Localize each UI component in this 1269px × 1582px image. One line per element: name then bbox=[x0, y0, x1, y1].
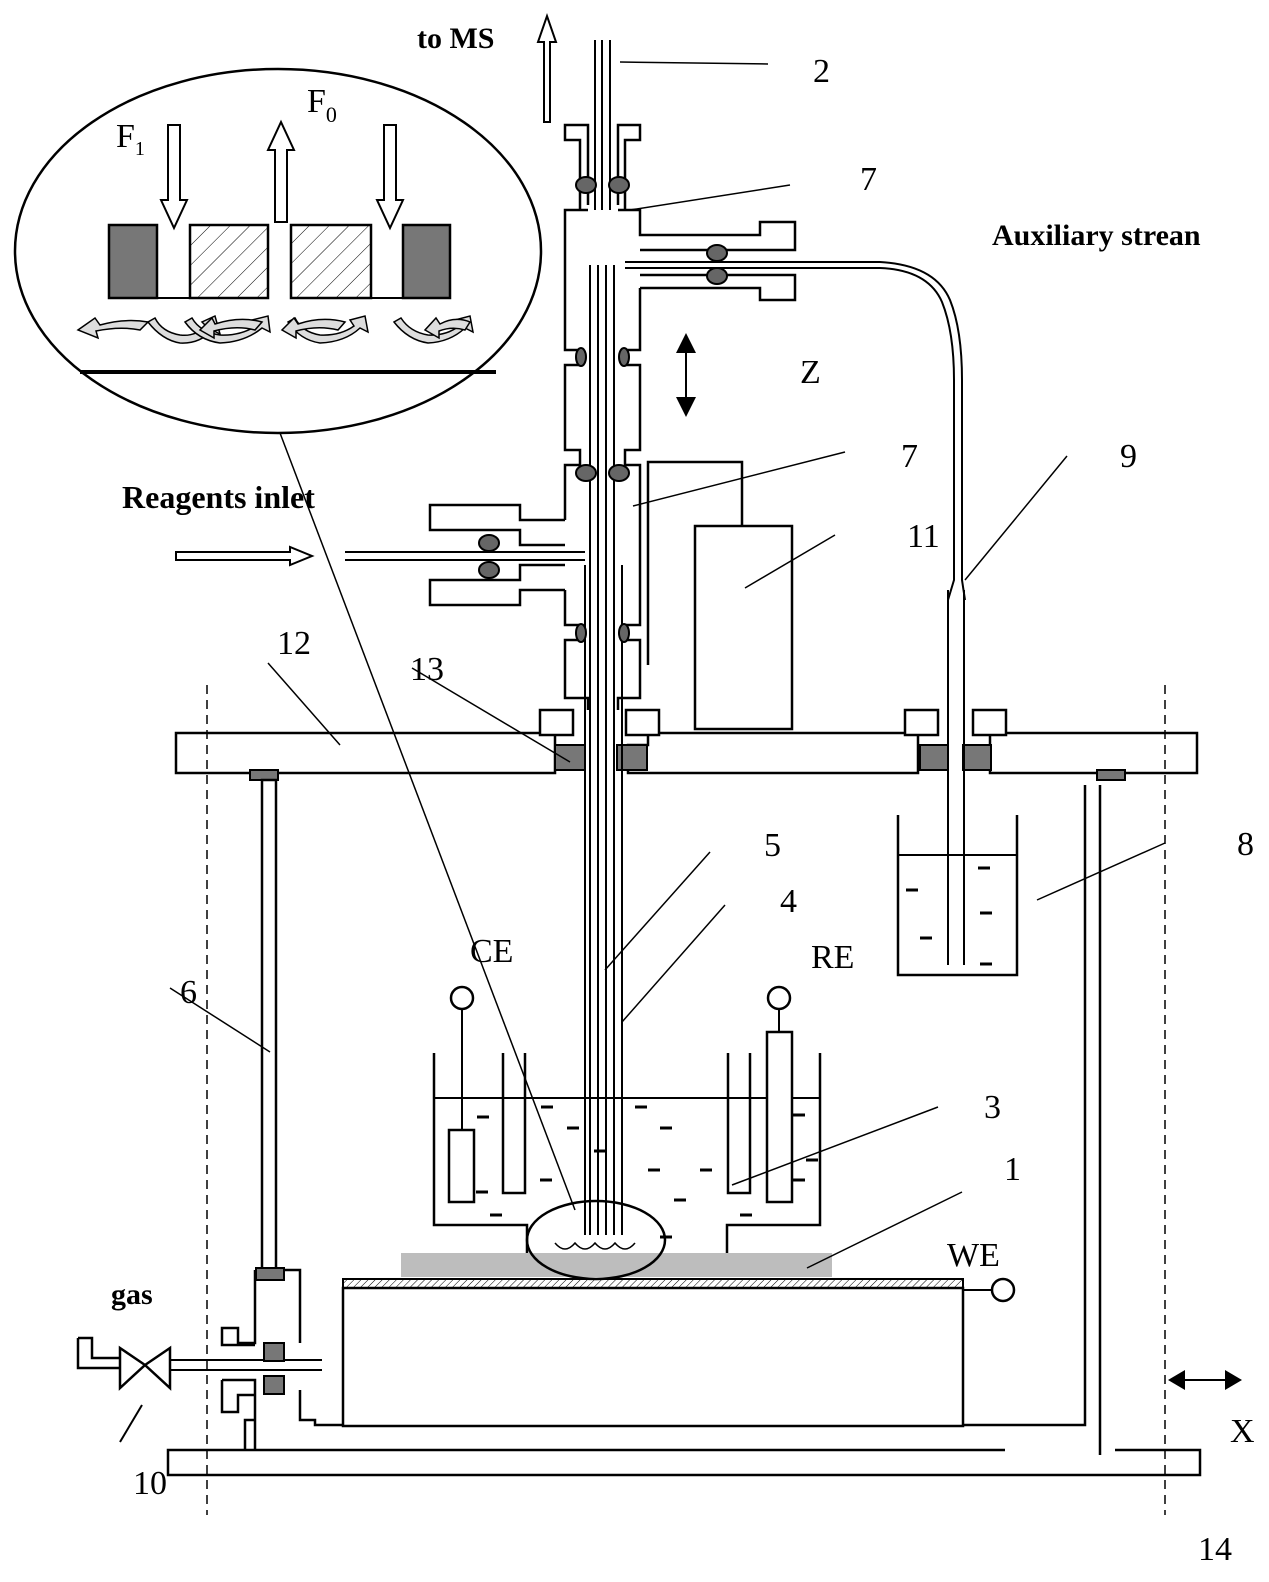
valve-body bbox=[118, 1345, 172, 1391]
lid-port-left bbox=[538, 708, 575, 737]
gas-seal-top bbox=[255, 1267, 285, 1281]
to-ms-arrow bbox=[536, 12, 558, 123]
probe-body-left-profile bbox=[428, 123, 590, 710]
top-lid bbox=[174, 731, 557, 775]
re-electrode bbox=[765, 1030, 794, 1204]
we-label: WE bbox=[947, 1237, 1000, 1274]
oring-lower-left bbox=[575, 464, 597, 482]
tip-zoom-region bbox=[525, 1199, 667, 1281]
flow-arrow-f0 bbox=[266, 119, 296, 223]
aux-tube-inner bbox=[860, 267, 955, 601]
lid-seal-right bbox=[1096, 769, 1126, 781]
support-wall-right bbox=[960, 785, 1087, 1427]
top-lid-right bbox=[626, 731, 920, 775]
reagents-inlet-label: Reagents inlet bbox=[122, 479, 315, 515]
x-axis-label: X bbox=[1230, 1413, 1255, 1450]
label-7-lower: 7 bbox=[901, 438, 918, 475]
oring-mid-right bbox=[618, 347, 630, 367]
oring-lower-right bbox=[608, 464, 630, 482]
electrode-film bbox=[401, 1253, 832, 1277]
oring-top-left bbox=[575, 176, 597, 194]
cell-wall-right bbox=[725, 1053, 822, 1255]
label-1: 1 bbox=[1004, 1151, 1021, 1188]
oring-mid-left bbox=[575, 347, 587, 367]
oring-bottom-left bbox=[575, 623, 587, 643]
z-axis-arrow bbox=[676, 333, 696, 417]
leader-lines bbox=[169, 61, 1166, 1269]
positioner-bracket bbox=[646, 460, 744, 665]
label-9: 9 bbox=[1120, 438, 1137, 475]
gas-fitting bbox=[220, 1268, 343, 1450]
probe-body-right-profile bbox=[616, 123, 797, 710]
zoom-inset bbox=[13, 67, 543, 435]
label-11: 11 bbox=[907, 518, 940, 555]
valve-handle bbox=[119, 1404, 143, 1443]
z-axis-label: Z bbox=[800, 354, 821, 391]
lid-port-right bbox=[624, 708, 661, 737]
label-12: 12 bbox=[277, 625, 311, 662]
reagents-inlet-arrow bbox=[175, 545, 315, 567]
we-substrate bbox=[341, 1286, 965, 1428]
label-13: 13 bbox=[410, 651, 444, 688]
inset-block-left bbox=[107, 223, 159, 300]
label-7-top: 7 bbox=[860, 161, 877, 198]
label-3: 3 bbox=[984, 1089, 1001, 1126]
re-beaker bbox=[896, 815, 1019, 977]
flow-arrow-f1-right bbox=[375, 124, 405, 231]
ce-electrode bbox=[447, 1128, 476, 1204]
seal-13-left bbox=[554, 744, 586, 771]
ce-label: CE bbox=[470, 933, 513, 970]
re-label: RE bbox=[811, 939, 854, 976]
f0-label: F0 bbox=[307, 83, 337, 127]
we-hatch-layer bbox=[342, 1278, 964, 1289]
inset-hatched-right bbox=[289, 223, 373, 300]
zoom-pointer-line bbox=[279, 432, 576, 1211]
to-ms-label: to MS bbox=[417, 22, 495, 55]
oring-reagent-top bbox=[478, 534, 500, 552]
lid-port-re-left bbox=[903, 708, 940, 737]
x-axis-arrow bbox=[1168, 1370, 1242, 1390]
support-rod-left bbox=[260, 778, 278, 1272]
re-terminal bbox=[766, 985, 792, 1011]
gas-seal-low bbox=[263, 1375, 285, 1395]
oring-bottom-right bbox=[618, 623, 630, 643]
label-8: 8 bbox=[1237, 826, 1254, 863]
label-14: 14 bbox=[1198, 1531, 1232, 1568]
top-lid-far-right bbox=[988, 731, 1199, 775]
gas-label: gas bbox=[111, 1278, 153, 1311]
oring-top-right bbox=[608, 176, 630, 194]
re-compartment bbox=[726, 1053, 752, 1195]
seal-re-right bbox=[962, 744, 992, 771]
label-2: 2 bbox=[813, 53, 830, 90]
lid-port-re-right bbox=[971, 708, 1008, 737]
tip-flow-small bbox=[554, 1241, 636, 1250]
oring-aux-bottom bbox=[706, 267, 728, 285]
label-6: 6 bbox=[180, 974, 197, 1011]
oring-aux-top bbox=[706, 244, 728, 262]
oring-reagent-bottom bbox=[478, 561, 500, 579]
gas-seal-mid bbox=[263, 1342, 285, 1362]
label-10: 10 bbox=[133, 1465, 167, 1502]
aux-tube-outer bbox=[860, 261, 966, 601]
cell-charges bbox=[476, 1105, 818, 1239]
gas-line bbox=[76, 1336, 120, 1370]
base-plate bbox=[166, 1448, 1202, 1477]
f1-label: F1 bbox=[116, 118, 145, 160]
ce-terminal bbox=[449, 985, 475, 1011]
label-4: 4 bbox=[780, 883, 797, 920]
label-5: 5 bbox=[764, 827, 781, 864]
auxiliary-stream-label: Auxiliary strean bbox=[992, 219, 1201, 252]
inset-flow-curls bbox=[76, 314, 475, 344]
flow-arrow-f1-left bbox=[159, 124, 189, 231]
ce-compartment bbox=[501, 1053, 527, 1195]
inset-hatched-left bbox=[188, 223, 270, 300]
positioner-block-11 bbox=[693, 524, 794, 731]
seal-re-left bbox=[919, 744, 949, 771]
inset-block-right bbox=[401, 223, 452, 300]
lid-seal-left bbox=[249, 769, 279, 781]
we-terminal bbox=[990, 1277, 1016, 1303]
